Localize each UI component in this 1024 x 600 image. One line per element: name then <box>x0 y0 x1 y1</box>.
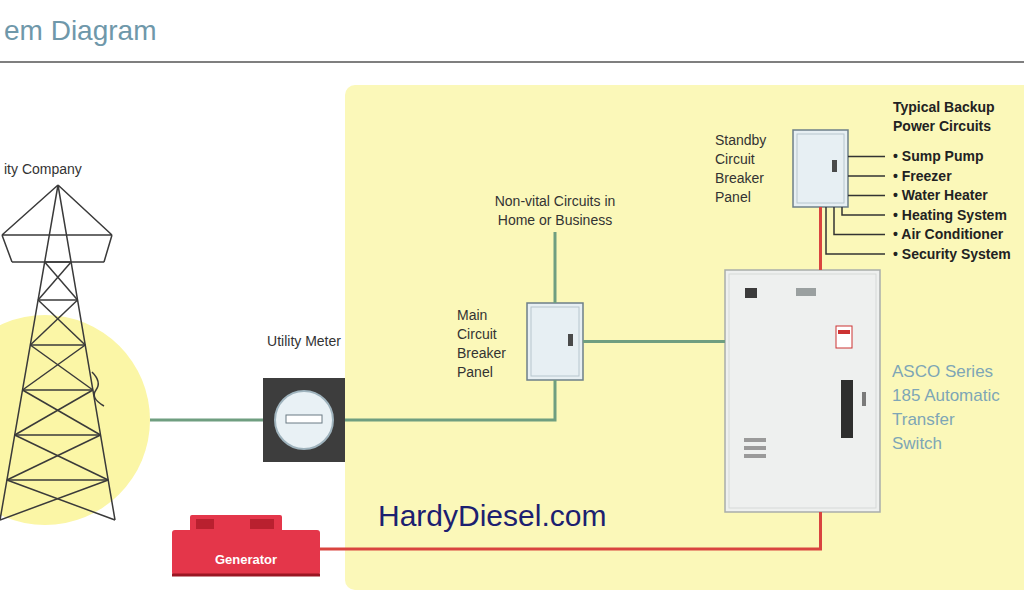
power-tower <box>0 185 115 520</box>
circuit-item: • Freezer <box>893 167 1024 186</box>
wire-connector <box>150 419 263 422</box>
wire-connector <box>819 207 822 270</box>
utility-meter <box>263 378 345 462</box>
transfer-switch: ASCO Series 185 Automatic Transfer Switc… <box>725 270 880 512</box>
transfer-switch-cabinet <box>725 270 880 512</box>
utility-tower: ity Company <box>0 185 150 520</box>
circuit-item: • Security System <box>893 245 1024 264</box>
meter-label: Utility Meter <box>258 332 350 351</box>
tower-label: ity Company <box>4 160 144 179</box>
premises-region <box>345 85 1024 590</box>
circuit-group: Non-vital Circuits in Home or Business <box>477 190 629 232</box>
circuit-item: • Sump Pump <box>893 147 1024 166</box>
generator-unit <box>172 515 320 575</box>
generator: Generator <box>172 515 320 577</box>
panel-label: Standby Circuit Breaker Panel <box>715 131 787 207</box>
circuit-group-label: Non-vital Circuits in Home or Business <box>485 192 625 230</box>
breaker-panel: Standby Circuit Breaker Panel <box>793 130 848 207</box>
backup-circuit-list: Typical Backup Power Circuits • Sump Pump… <box>885 98 1024 266</box>
wire-connector <box>554 232 557 303</box>
wire-connector <box>345 380 555 420</box>
circuit-item: • Water Heater <box>893 186 1024 205</box>
breaker-panel <box>793 130 848 207</box>
utility-glow <box>0 315 150 525</box>
watermark: HardyDiesel.com <box>378 498 606 534</box>
breaker-panel <box>527 303 583 380</box>
diagram-title: em Diagram <box>4 14 156 48</box>
switch-label: ASCO Series 185 Automatic Transfer Switc… <box>892 360 1004 456</box>
wire-connector <box>583 340 725 343</box>
wire-connector <box>848 156 885 158</box>
circuit-item: • Heating System <box>893 206 1024 225</box>
list-heading: Typical Backup Power Circuits <box>893 98 1024 136</box>
panel-label: Main Circuit Breaker Panel <box>457 306 521 382</box>
circuit-item: • Air Conditioner <box>893 225 1024 244</box>
circuit-leads <box>826 176 885 254</box>
title-rule <box>0 61 1024 63</box>
breaker-panel: Main Circuit Breaker Panel <box>527 303 583 380</box>
generator-label: Generator <box>172 550 320 569</box>
utility-meter: Utility Meter <box>263 378 345 462</box>
